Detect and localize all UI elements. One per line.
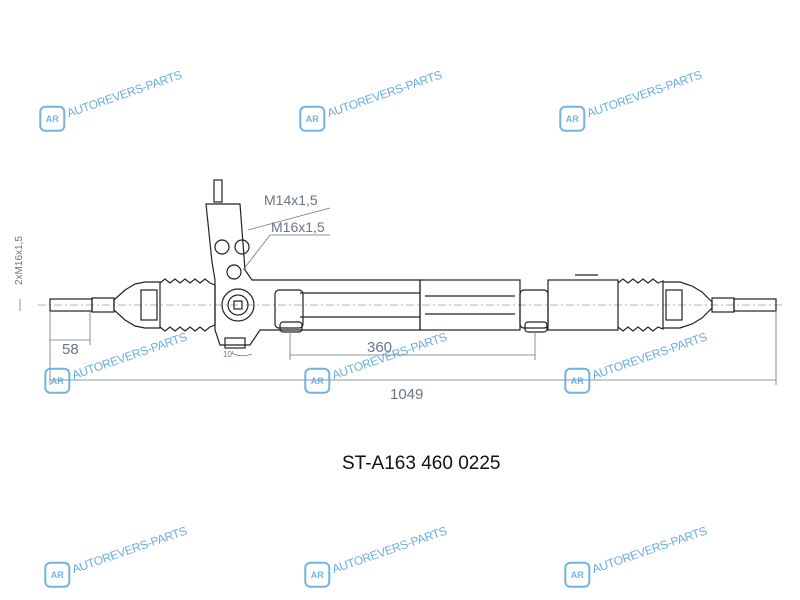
ar-logo-icon: AR (564, 561, 591, 588)
thread-label-m14: M14x1,5 (264, 192, 318, 208)
angle-label: 10' (223, 350, 234, 359)
ar-logo-icon: AR (304, 367, 331, 394)
part-number: ST-A163 460 0225 (342, 453, 501, 474)
ar-logo-icon: AR (44, 561, 71, 588)
ar-logo-icon: AR (559, 105, 586, 132)
ar-logo-icon: AR (299, 105, 326, 132)
dimension-360: 360 (367, 339, 392, 356)
dimension-1049: 1049 (390, 386, 423, 403)
thread-label-m16: M16x1,5 (271, 219, 325, 235)
dimension-58: 58 (62, 341, 79, 358)
ar-logo-icon: AR (304, 561, 331, 588)
ar-logo-icon: AR (39, 105, 66, 132)
ar-logo-icon: AR (44, 367, 71, 394)
dimension-lines (19, 207, 777, 385)
thread-label-tie-rod: 2xM16x1,5 (14, 236, 25, 285)
steering-rack-outline (38, 179, 785, 349)
ar-logo-icon: AR (564, 367, 591, 394)
